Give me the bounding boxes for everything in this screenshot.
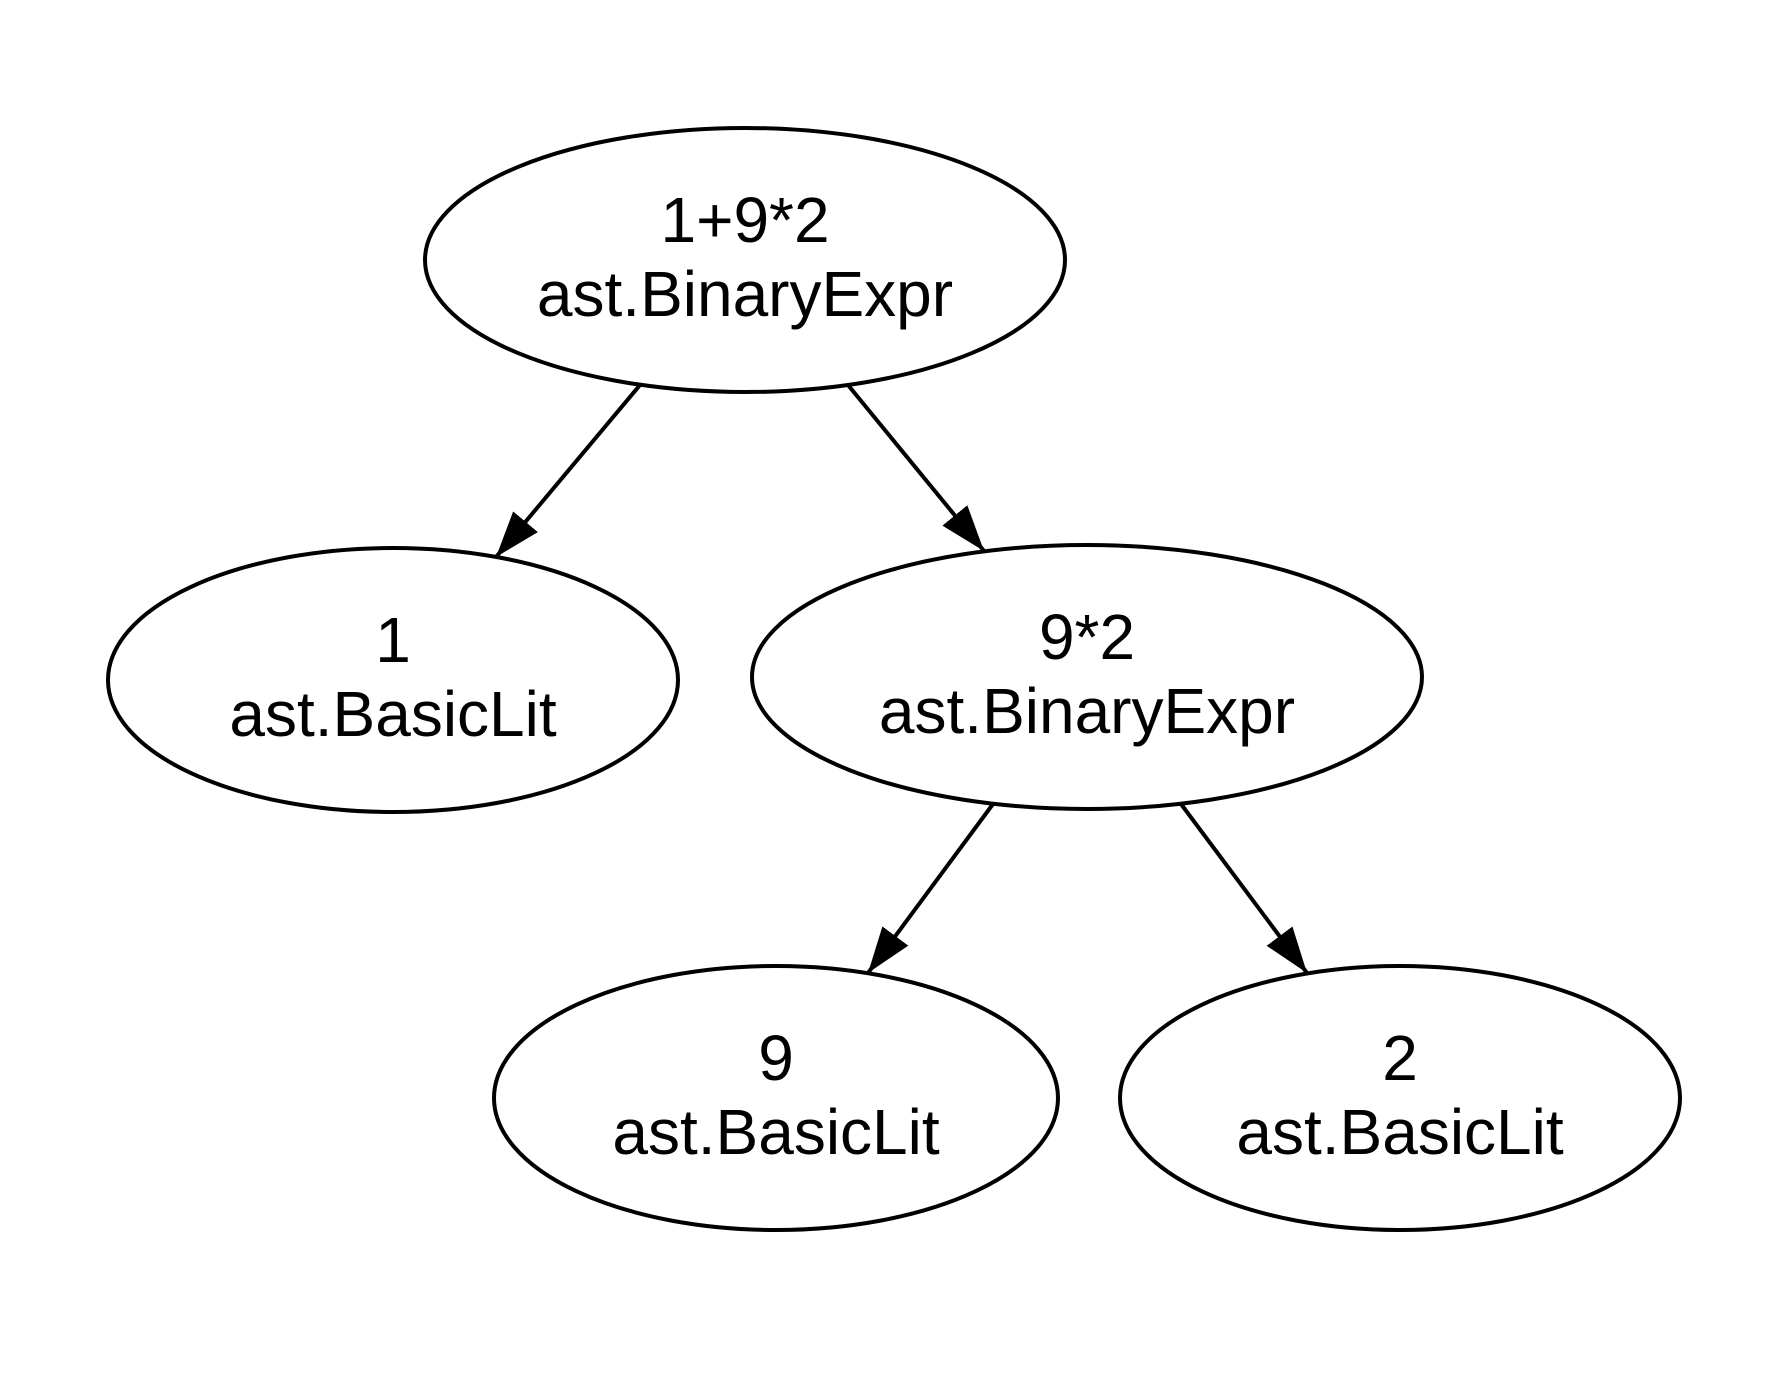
edge-root-to-right-child [846,383,986,553]
node-type-root: ast.BinaryExpr [537,258,953,330]
node-type-left-child: ast.BasicLit [229,678,556,750]
node-ellipse-root [423,126,1067,394]
edge-root-to-left-child [494,383,642,559]
node-expr-root: 1+9*2 [660,184,829,256]
node-ellipse-grand-right [1118,964,1682,1232]
node-layer [106,126,1682,1232]
node-type-right-child: ast.BinaryExpr [879,675,1295,747]
node-type-grand-right: ast.BasicLit [1236,1096,1563,1168]
node-ellipse-left-child [106,546,680,814]
label-layer: 1+9*2 ast.BinaryExpr 1 ast.BasicLit 9*2 … [229,184,1563,1168]
node-ellipse-right-child [750,543,1424,811]
node-ellipse-grand-left [492,964,1060,1232]
node-expr-grand-right: 2 [1382,1022,1418,1094]
node-expr-left-child: 1 [375,604,411,676]
edge-right-child-to-grand-right [1179,802,1309,975]
node-type-grand-left: ast.BasicLit [612,1096,939,1168]
edge-right-child-to-grand-left [866,802,995,975]
node-expr-right-child: 9*2 [1039,601,1135,673]
node-expr-grand-left: 9 [758,1022,794,1094]
edge-layer [494,383,1309,975]
